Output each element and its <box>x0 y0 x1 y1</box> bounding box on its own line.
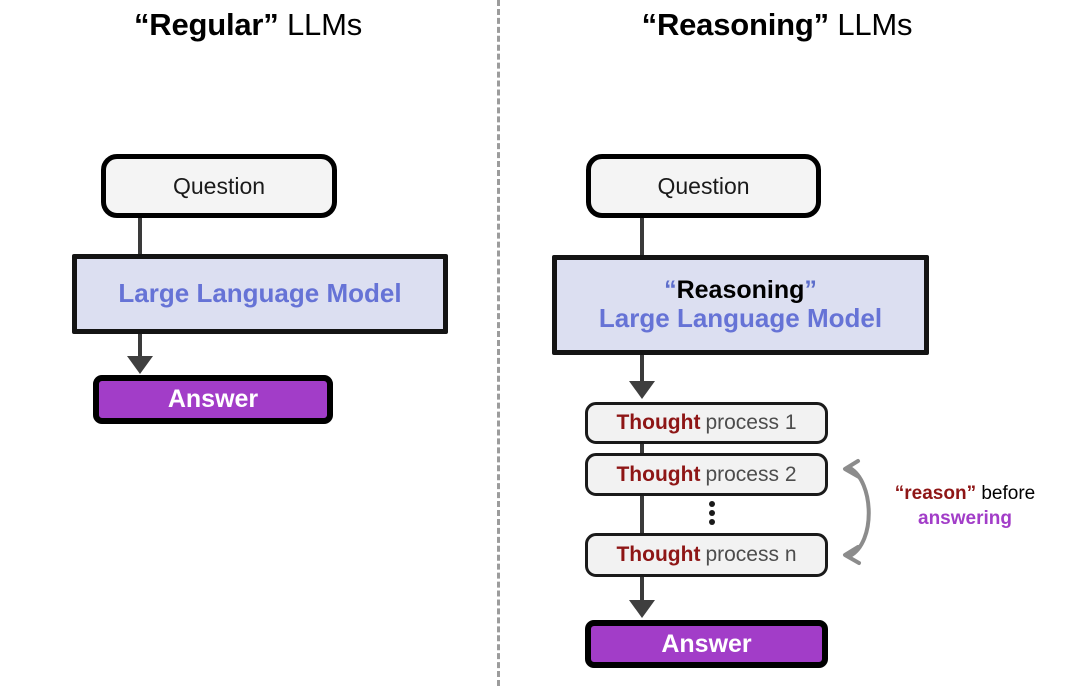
right-title-plain: LLMs <box>828 7 913 42</box>
right-llm-quote-close: ” <box>804 276 817 305</box>
thought-ellipsis-icon <box>709 501 715 525</box>
right-arrowhead-llm-icon <box>629 381 655 399</box>
right-thought-n-rest: process n <box>705 543 797 566</box>
left-question-box[interactable]: Question <box>101 154 337 218</box>
annotation-reason: “reason” <box>894 483 977 504</box>
left-answer-box[interactable]: Answer <box>93 375 333 424</box>
right-arrowhead-answer-icon <box>629 600 655 618</box>
right-thought-n-bold: Thought <box>616 543 701 566</box>
right-answer-label: Answer <box>661 629 752 658</box>
left-connector-question-to-llm <box>138 218 142 258</box>
right-answer-box[interactable]: Answer <box>585 620 828 668</box>
annotation-answering: answering <box>918 508 1012 529</box>
left-arrowhead-icon <box>127 356 153 374</box>
left-llm-box[interactable]: Large Language Model <box>72 254 448 334</box>
right-thought-2-rest: process 2 <box>705 462 797 486</box>
right-thought-1-rest: process 1 <box>705 411 797 434</box>
right-question-box[interactable]: Question <box>586 154 821 218</box>
annotation-line-1: “reason” before <box>880 481 1050 506</box>
right-connector-thoughtn-to-answer <box>640 577 644 605</box>
reasoning-annotation: “reason” before answering <box>880 481 1050 531</box>
reasoning-brace-icon <box>836 452 892 572</box>
left-connector-llm-to-answer <box>138 334 142 360</box>
right-llm-heading: “Reasoning” <box>664 276 817 304</box>
left-title-plain: LLMs <box>278 7 363 42</box>
right-connector-llm-to-thought1 <box>640 355 644 385</box>
right-column-title: “Reasoning” LLMs <box>585 5 969 45</box>
left-question-label: Question <box>172 172 266 199</box>
right-title-quoted: “Reasoning” <box>641 7 829 42</box>
right-question-label: Question <box>657 172 750 199</box>
right-llm-box[interactable]: “Reasoning” Large Language Model <box>552 255 929 355</box>
right-connector-thought2-to-thoughtn <box>640 493 644 537</box>
left-column-title: “Regular” LLMs <box>92 5 404 45</box>
right-llm-quote-open: “ <box>664 276 677 305</box>
annotation-before: before <box>976 483 1036 504</box>
right-connector-thought1-to-thought2 <box>640 440 644 456</box>
right-llm-name: Large Language Model <box>598 303 883 334</box>
right-thought-1-bold: Thought <box>616 411 701 434</box>
right-connector-question-to-llm <box>640 218 644 258</box>
left-title-quoted: “Regular” <box>133 7 279 42</box>
left-llm-name: Large Language Model <box>118 278 402 309</box>
left-answer-label: Answer <box>167 385 259 413</box>
column-divider <box>497 0 500 686</box>
right-thought-2-bold: Thought <box>616 462 701 486</box>
right-llm-heading-text: Reasoning <box>676 276 805 305</box>
